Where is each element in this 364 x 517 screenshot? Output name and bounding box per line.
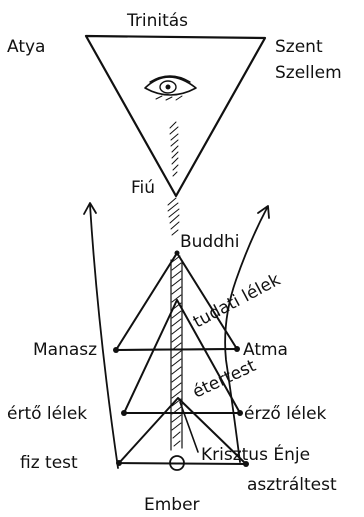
label-manasz: Manasz <box>33 340 97 360</box>
ray-hatching-column <box>171 256 182 450</box>
label-krisztus-enje: Krisztus Énje <box>201 443 310 465</box>
label-buddhi: Buddhi <box>180 232 240 252</box>
label-asztraltest: asztráltest <box>247 475 337 495</box>
manasz-atma-line <box>116 349 237 350</box>
eye-icon <box>145 76 196 100</box>
ray-hatching-top <box>170 122 178 176</box>
label-trinitas: Trinitás <box>126 11 188 31</box>
label-szellem: Szellem <box>275 63 342 83</box>
label-erto-lelek: értő lélek <box>7 404 87 424</box>
label-fiz-test: fiz test <box>20 453 78 473</box>
ray-hatching-middle <box>168 198 179 235</box>
label-erzo-lelek: érző lélek <box>244 404 327 424</box>
trinity-triangle <box>86 36 265 196</box>
label-szent: Szent <box>275 37 323 57</box>
label-etertest: étertest <box>190 356 260 403</box>
label-fiu: Fiú <box>131 178 155 198</box>
label-ember: Ember <box>144 495 200 515</box>
label-atya: Atya <box>7 37 45 57</box>
left-rising-arrow <box>90 205 118 468</box>
